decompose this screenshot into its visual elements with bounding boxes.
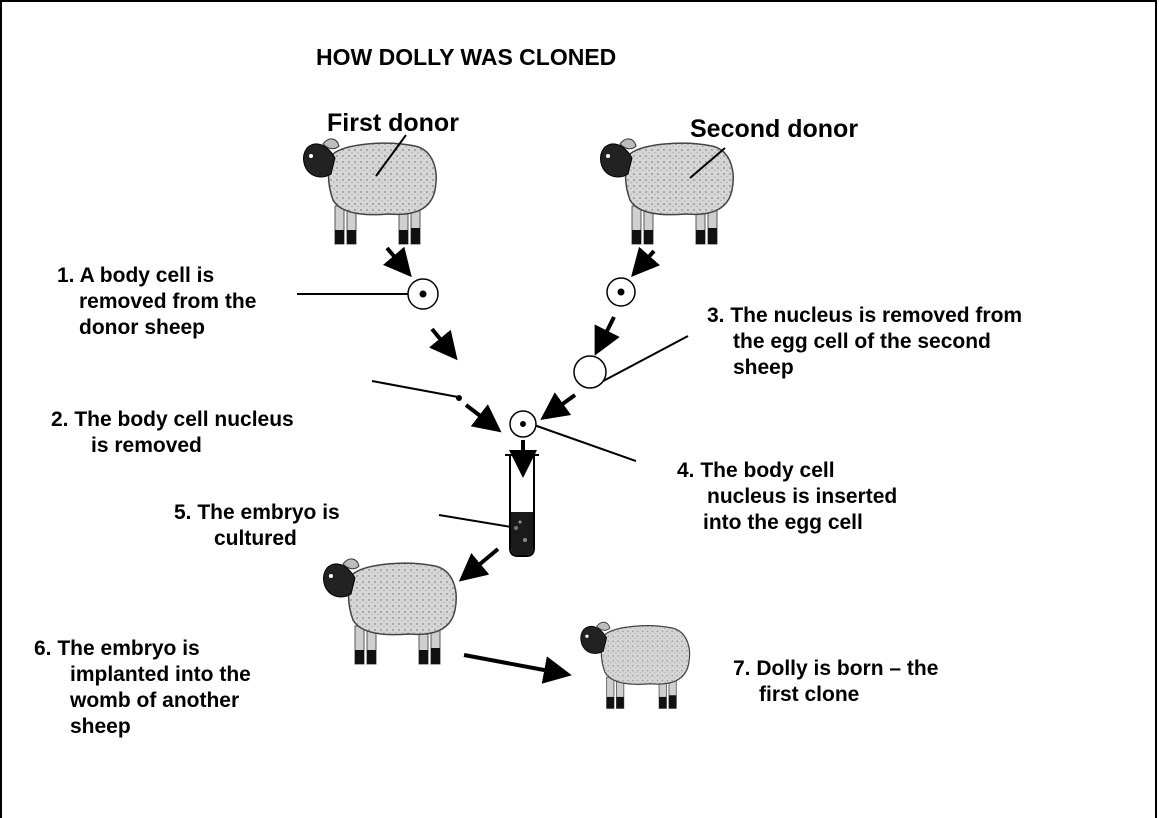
step2-leader (372, 381, 458, 397)
step-2-label: 2. The body cell nucleus is removed (51, 407, 294, 459)
first-donor-label: First donor (327, 110, 459, 136)
fused-cell-icon (510, 411, 536, 437)
second-donor-sheep-icon (601, 139, 734, 244)
dolly-sheep-icon (581, 622, 690, 708)
arrow-icon (468, 549, 498, 574)
surrogate-sheep-icon (324, 559, 457, 664)
arrow-icon (550, 395, 575, 413)
arrow-icon (600, 317, 614, 345)
arrow-icon (466, 405, 492, 425)
step4-leader (534, 425, 636, 461)
step5-leader (439, 515, 511, 527)
step-7-label: 7. Dolly is born – the first clone (733, 656, 938, 708)
step-4-label: 4. The body cell nucleus is inserted int… (677, 458, 897, 536)
arrow-icon (387, 248, 404, 268)
arrow-icon (639, 251, 654, 268)
enucleated-egg-cell-icon (574, 356, 606, 388)
arrow-icon (432, 329, 450, 351)
step-3-label: 3. The nucleus is removed from the egg c… (707, 303, 1022, 381)
step-6-label: 6. The embryo is implanted into the womb… (34, 636, 251, 740)
egg-cell-icon (607, 278, 635, 306)
body-cell-icon (408, 279, 438, 309)
test-tube-icon (505, 455, 539, 556)
removed-nucleus-icon (456, 395, 462, 401)
step-5-label: 5. The embryo is cultured (174, 500, 340, 552)
first-donor-sheep-icon (304, 139, 437, 244)
step3-leader (590, 336, 688, 388)
second-donor-label: Second donor (690, 116, 858, 142)
arrow-icon (464, 655, 560, 673)
step-1-label: 1. A body cell is removed from the donor… (57, 263, 256, 341)
page-title: HOW DOLLY WAS CLONED (316, 44, 616, 70)
